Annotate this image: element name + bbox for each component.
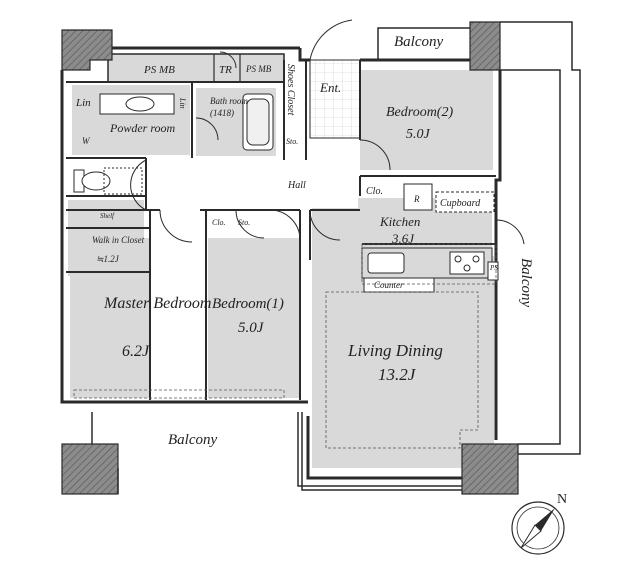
tr-label: TR: [219, 64, 232, 76]
living-name-label: Living Dining: [347, 341, 443, 360]
ps-label: PS: [489, 264, 498, 272]
master-size-label: 6.2J: [122, 343, 150, 360]
cupboard-label: Cupboard: [440, 198, 481, 209]
cupboard-box: [435, 191, 495, 213]
bedroom1-name-label: Bedroom(1): [212, 296, 284, 312]
counter-label: Counter: [374, 280, 404, 290]
kitchen-size-label: 3.6J: [391, 231, 415, 246]
bathroom-size-label: (1418): [210, 108, 234, 118]
bedroom2-name-label: Bedroom(2): [386, 105, 453, 120]
entrance-label: Ent.: [319, 80, 341, 95]
kitchen-sink: [367, 252, 405, 274]
balcony-top-outline: [377, 21, 581, 455]
shelf-label: Shelf: [100, 212, 115, 220]
balcony-right-label: Balcony: [518, 258, 534, 307]
w-label: W: [82, 136, 91, 146]
clo-1-label: Clo.: [212, 218, 226, 227]
ps-mb-1-label: PS MB: [143, 64, 175, 76]
powder-room-label: Powder room: [109, 121, 176, 135]
balcony-top-label: Balcony: [394, 34, 443, 50]
bathroom-name-label: Bath room: [210, 96, 248, 106]
structural-columns: [61, 21, 519, 495]
walkin-size-label: ≒1.2J: [96, 254, 120, 264]
ps-mb-2-label: PS MB: [245, 64, 272, 74]
shoes-closet-label: Shoes Closet: [285, 64, 296, 116]
toilet-bowl: [81, 171, 111, 191]
compass-north-label: N: [557, 492, 567, 507]
ceiling-outlines: [73, 243, 497, 449]
refrigerator: [403, 183, 433, 211]
lin-1-label: Lin: [75, 97, 91, 109]
entrance-floor: [309, 59, 361, 139]
room-labels: PS MB TR PS MB Shoes Closet Ent. Bath ro…: [75, 64, 498, 384]
living-size-label: 13.2J: [378, 365, 417, 384]
sto-2-label: Sto.: [238, 218, 250, 227]
compass-needle: [535, 508, 555, 531]
vanity-sink: [125, 96, 155, 112]
fixtures: [73, 93, 499, 293]
bedroom1-size-label: 5.0J: [238, 320, 265, 336]
bedroom2-size-label: 5.0J: [406, 127, 431, 142]
kitchen-name-label: Kitchen: [379, 214, 420, 229]
hall-floor: [146, 162, 358, 208]
compass: N: [511, 492, 567, 555]
balcony-bottom-label: Balcony: [168, 432, 217, 448]
sto-1-label: Sto.: [286, 137, 298, 146]
door-swings: [130, 19, 525, 245]
balcony-bottom-outline: [91, 412, 462, 494]
clo-2-label: Clo.: [366, 186, 383, 197]
walkin-name-label: Walk in Closet: [92, 235, 145, 245]
hall-label: Hall: [287, 180, 306, 191]
lin-2-label: Lin: [178, 97, 187, 109]
mb-strip: [107, 53, 285, 83]
fridge-r-label: R: [413, 194, 420, 204]
balcony-labels: Balcony Balcony Balcony: [168, 34, 534, 448]
master-name-label: Master Bedroom: [103, 295, 211, 312]
